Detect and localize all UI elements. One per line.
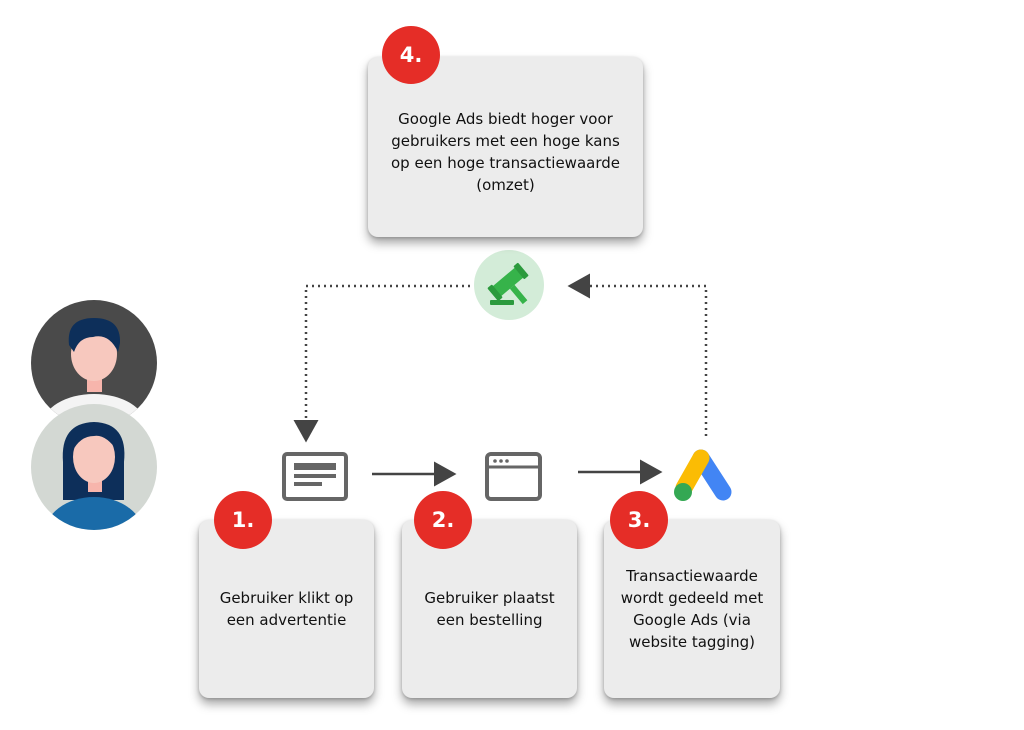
step-4-card: Google Ads biedt hoger voor gebruikers m… bbox=[368, 57, 643, 237]
female-user-avatar-icon bbox=[31, 404, 157, 530]
step-2-badge: 2. bbox=[414, 491, 472, 549]
step-2-card: Gebruiker plaatst een bestelling bbox=[402, 520, 577, 698]
step-4-badge: 4. bbox=[382, 26, 440, 84]
step-1-card: Gebruiker klikt op een advertentie bbox=[199, 520, 374, 698]
google-ads-logo-icon bbox=[674, 449, 732, 501]
browser-window-icon bbox=[485, 452, 542, 501]
step-1-badge: 1. bbox=[214, 491, 272, 549]
step-3-card: Transactiewaarde wordt gedeeld met Googl… bbox=[604, 520, 780, 698]
step-2-text: Gebruiker plaatst een bestelling bbox=[424, 589, 555, 629]
dotted-arrow-to-ad bbox=[293, 284, 470, 443]
step-3-text: Transactiewaarde wordt gedeeld met Googl… bbox=[620, 567, 764, 651]
step-1-text: Gebruiker klikt op een advertentie bbox=[219, 589, 354, 629]
dotted-arrow-to-gavel bbox=[567, 273, 708, 436]
step-3-badge: 3. bbox=[610, 491, 668, 549]
ad-text-icon bbox=[282, 452, 348, 501]
step-4-text: Google Ads biedt hoger voor gebruikers m… bbox=[391, 110, 620, 194]
auction-gavel-icon bbox=[474, 250, 544, 320]
